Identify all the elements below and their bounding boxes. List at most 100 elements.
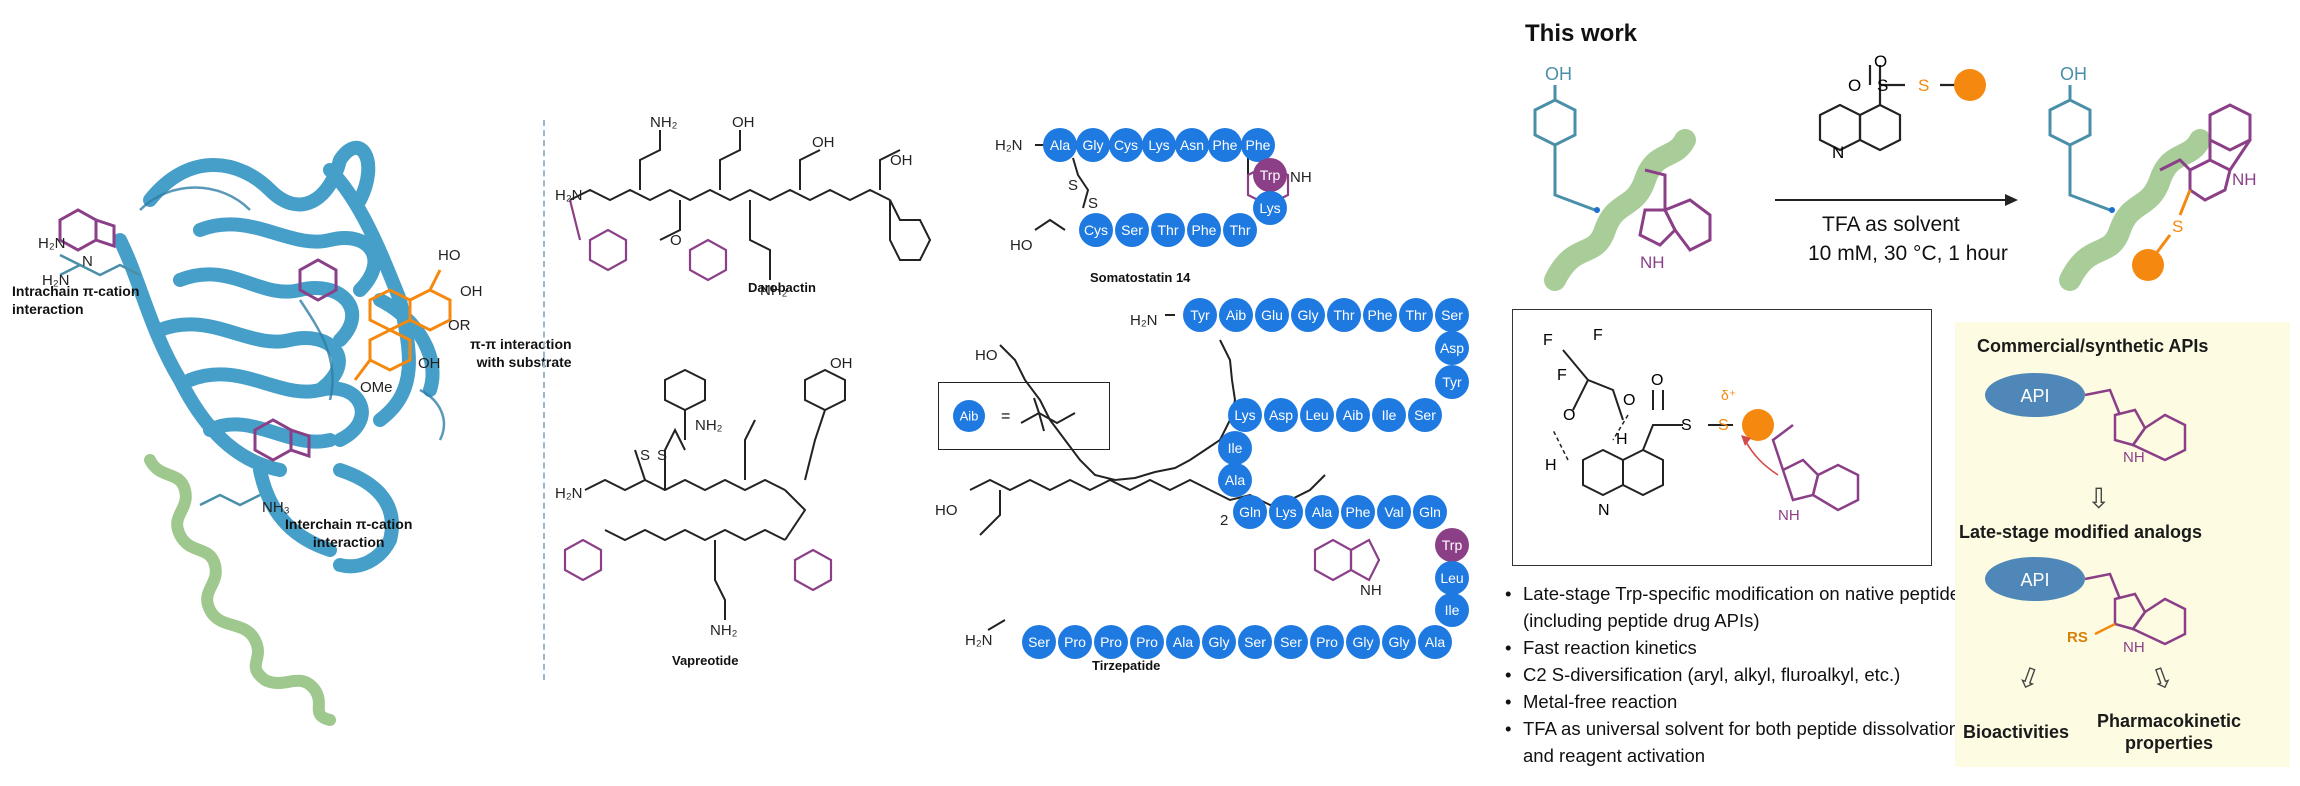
atom-darobactin-nh2b: NH₂ bbox=[760, 282, 788, 299]
residue-leu bbox=[1435, 561, 1469, 595]
api-panel: Commercial/synthetic APIs API NH ⇩ Late-… bbox=[1955, 322, 2290, 767]
residue-label: Asp bbox=[1269, 407, 1293, 423]
api-ellipse-bottom bbox=[1985, 557, 2085, 601]
atom-vapreotide-s2: S bbox=[657, 447, 667, 464]
residue-label: Ser bbox=[1028, 634, 1050, 650]
residue-label: Phe bbox=[1192, 222, 1217, 238]
residue-pro bbox=[1130, 625, 1164, 659]
label-intrachain: Intrachain π-cation interaction bbox=[12, 283, 140, 317]
atom-somatostatin-nh: NH bbox=[1290, 169, 1312, 186]
residue-asp bbox=[1264, 398, 1298, 432]
residue-phe bbox=[1208, 128, 1242, 162]
protein-ribbon bbox=[113, 140, 440, 574]
residue-phe bbox=[1341, 495, 1375, 529]
atom-mech-o3: O bbox=[1651, 372, 1663, 389]
residue-label: Tyr bbox=[1442, 374, 1462, 390]
atom-oh1: OH bbox=[460, 283, 483, 300]
panel-divider bbox=[543, 120, 545, 680]
residue-label: Ser bbox=[1280, 634, 1302, 650]
residue-ile bbox=[1372, 398, 1406, 432]
atom-reagent-s1: S bbox=[1877, 76, 1888, 95]
label-bioactivities: Bioactivities bbox=[1963, 722, 2070, 742]
aib-equals: = bbox=[1001, 408, 1010, 425]
residue-gln bbox=[1233, 495, 1267, 529]
residue-ala bbox=[1043, 128, 1077, 162]
residue-label: Phe bbox=[1368, 307, 1393, 323]
residue-aib bbox=[1219, 298, 1253, 332]
condition-params: 10 mM, 30 °C, 1 hour bbox=[1808, 242, 2008, 265]
substrate bbox=[353, 269, 452, 381]
residue-label: Trp bbox=[1442, 537, 1463, 553]
residue-leu bbox=[1300, 398, 1334, 432]
residue-ile bbox=[1435, 593, 1469, 627]
feature-item: TFA as universal solvent for both peptid… bbox=[1505, 715, 1975, 769]
api-label-top: API bbox=[2020, 386, 2049, 406]
residue-ile bbox=[1218, 431, 1252, 465]
residue-label: Lys bbox=[1234, 407, 1255, 423]
residue-ala bbox=[1218, 463, 1252, 497]
feature-item: C2 S-diversification (aryl, alkyl, fluro… bbox=[1505, 661, 1975, 688]
aib-label: Aib bbox=[960, 409, 979, 424]
residue-label: Thr bbox=[1334, 307, 1355, 323]
starting-peptide: OH NH bbox=[1533, 64, 1712, 291]
atom-api-bottom-nh: NH bbox=[2123, 639, 2145, 656]
residue-ala bbox=[1418, 625, 1452, 659]
residue-label: Cys bbox=[1084, 222, 1108, 238]
residue-label: Ser bbox=[1121, 222, 1143, 238]
atom-h2n-bottom: H₂N bbox=[42, 272, 70, 289]
atom-reagent-n: N bbox=[1832, 143, 1844, 162]
residue-label: Val bbox=[1384, 504, 1403, 520]
atom-mech-f1: F bbox=[1543, 332, 1553, 349]
atom-mech-delta: δ⁺ bbox=[1721, 387, 1736, 403]
residue-label: Aib bbox=[1343, 407, 1363, 423]
residue-pro bbox=[1310, 625, 1344, 659]
residue-thr bbox=[1399, 298, 1433, 332]
residue-val bbox=[1377, 495, 1411, 529]
atom-product-nh: NH bbox=[2232, 170, 2257, 189]
reaction-arrow bbox=[1775, 194, 2018, 206]
aib-legend: Aib = bbox=[938, 382, 1110, 450]
residue-label: Pro bbox=[1316, 634, 1338, 650]
residue-label: Pro bbox=[1100, 634, 1122, 650]
atom-somatostatin-ho: HO bbox=[1010, 237, 1033, 254]
residue-label: Lys bbox=[1259, 200, 1280, 216]
residue-label: Ser bbox=[1441, 307, 1463, 323]
condition-solvent: TFA as solvent bbox=[1822, 213, 1960, 236]
residue-label: Leu bbox=[1305, 407, 1328, 423]
residue-phe bbox=[1241, 128, 1275, 162]
residue-label: Gly bbox=[1389, 634, 1410, 650]
darobactin-structure: NH₂ OH OH OH NH₂ H₂N O bbox=[555, 114, 932, 299]
residue-ser bbox=[1022, 625, 1056, 659]
residue-gly bbox=[1202, 625, 1236, 659]
residue-label: Ile bbox=[1228, 440, 1243, 456]
residue-thr bbox=[1151, 213, 1185, 247]
atom-darobactin-oh2: OH bbox=[812, 134, 835, 151]
residue-lys bbox=[1228, 398, 1262, 432]
mechanism-box: F F F O O H H N O S S δ⁺ NH bbox=[1512, 309, 1932, 566]
residue-label: Pro bbox=[1136, 634, 1158, 650]
atom-reagent-o1: O bbox=[1874, 55, 1887, 71]
residue-ala bbox=[1166, 625, 1200, 659]
atom-mech-f3: F bbox=[1557, 367, 1567, 384]
residue-ser bbox=[1435, 298, 1469, 332]
atom-mech-n: N bbox=[1598, 502, 1610, 519]
residue-cys bbox=[1079, 213, 1113, 247]
residue-ala bbox=[1305, 495, 1339, 529]
label-tirzepatide: Tirzepatide bbox=[1092, 658, 1161, 673]
residue-label: Ser bbox=[1244, 634, 1266, 650]
atom-oh2: OH bbox=[418, 355, 441, 372]
residue-label: Asn bbox=[1180, 137, 1204, 153]
vapreotide-structure: NH₂ OH H₂N S S NH₂ bbox=[555, 355, 853, 639]
residue-label: Ala bbox=[1225, 472, 1245, 488]
residue-phe bbox=[1363, 298, 1397, 332]
residue-gly bbox=[1076, 128, 1110, 162]
residue-label: Phe bbox=[1346, 504, 1371, 520]
feature-item: Metal-free reaction bbox=[1505, 688, 1975, 715]
atom-somatostatin-s2: S bbox=[1088, 195, 1098, 212]
residue-label: Ala bbox=[1173, 634, 1193, 650]
green-helix bbox=[144, 454, 336, 726]
residue-asn bbox=[1175, 128, 1209, 162]
api-top-graphic: API NH bbox=[1985, 373, 2187, 466]
residue-label: Gly bbox=[1353, 634, 1374, 650]
